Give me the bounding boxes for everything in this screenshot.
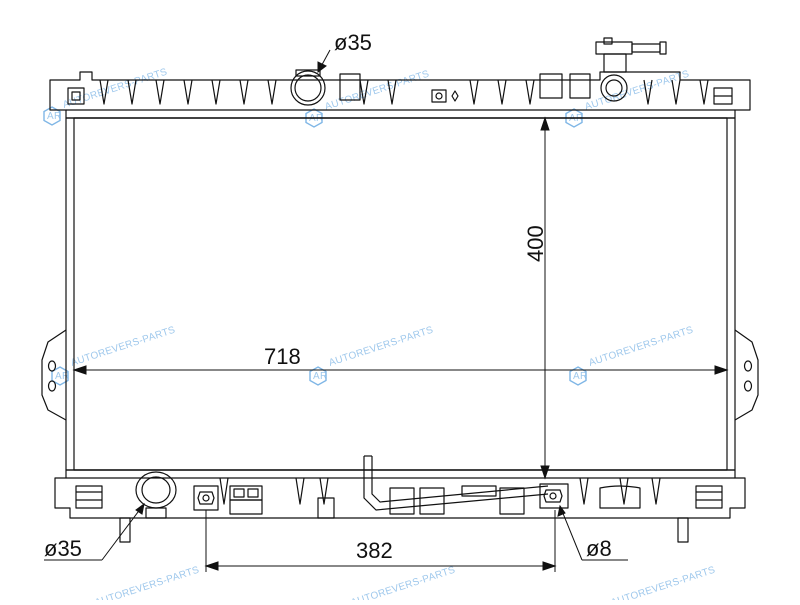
width-dimension-label: 718 (264, 344, 301, 369)
watermark-text: AUTOREVERS-PARTS (588, 325, 695, 369)
height-dimension-label: 400 (523, 225, 548, 262)
bottom-outlet-pipe (135, 471, 177, 519)
fitting-diameter-label: ø8 (586, 536, 612, 561)
top-tank (49, 71, 751, 119)
watermark-text: AUTOREVERS-PARTS (610, 565, 717, 600)
filler-neck (595, 37, 667, 102)
right-side-mount (734, 329, 759, 421)
watermark-logo-letters: AR (573, 371, 588, 382)
top-inlet-pipe (290, 69, 326, 106)
arrow-icon (540, 465, 550, 480)
arrow-icon (714, 365, 729, 375)
watermark-text: AUTOREVERS-PARTS (350, 565, 457, 600)
top-inlet-diameter-label: ø35 (334, 30, 372, 55)
left-side-mount (41, 329, 67, 421)
drain-plug (193, 485, 219, 511)
bottom-outlet-diameter-label: ø35 (44, 536, 82, 561)
arrow-icon (135, 502, 145, 515)
arrow-icon (540, 116, 550, 131)
leader-line (101, 503, 145, 561)
watermark-text: AUTOREVERS-PARTS (70, 325, 177, 369)
arrow-icon (542, 561, 557, 571)
cooler-fitting (539, 483, 569, 509)
watermark-text: AUTOREVERS-PARTS (94, 565, 201, 600)
arrow-icon (204, 561, 219, 571)
watermark-logo: AR (51, 366, 70, 386)
leader-line (559, 505, 583, 561)
dimension-lines (44, 49, 729, 572)
arrow-icon (317, 61, 327, 73)
watermark-logo-letters: AR (47, 111, 62, 122)
arrow-icon (72, 365, 87, 375)
watermarks: AR AUTOREVERS-PARTS AR AUTOREVERS-PARTS … (43, 67, 717, 605)
pipe-spacing-label: 382 (356, 538, 393, 563)
arrow-icon (557, 504, 566, 517)
watermark-logo-letters: AR (313, 371, 328, 382)
watermark-logo-letters: AR (55, 371, 70, 382)
watermark-logo: AR (569, 366, 588, 386)
watermark-text: AUTOREVERS-PARTS (328, 325, 435, 369)
watermark-logo: AR (309, 366, 328, 386)
cooler-line (363, 455, 549, 511)
bottom-tank (54, 469, 746, 543)
radiator-core (65, 117, 736, 471)
watermark-logo: AR (43, 106, 62, 126)
